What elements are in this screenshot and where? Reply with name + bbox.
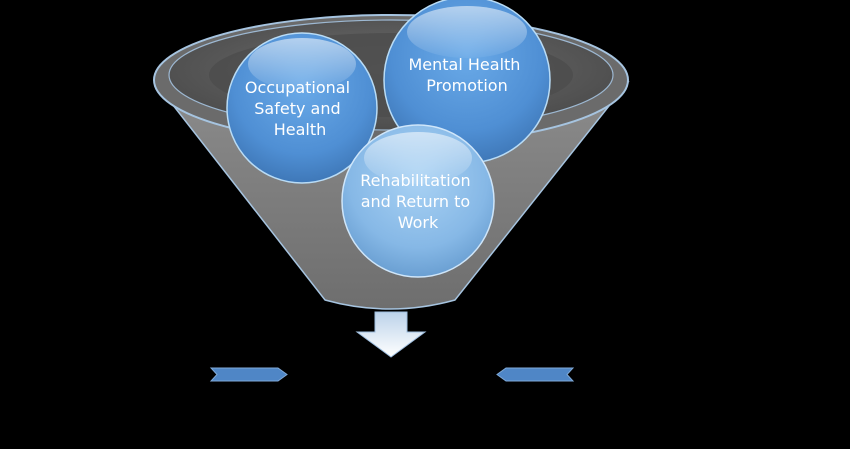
circle-mental-label: Mental Health Promotion [408,55,525,95]
right-side-arrow [496,367,575,382]
circle-mental-line-1: Mental Health [408,55,520,74]
circle-rehab-gloss [364,132,472,184]
circle-mental-gloss [407,6,527,58]
left-side-arrow [209,367,288,382]
circle-occupational-line-3: Health [274,120,327,139]
circle-occupational-line-1: Occupational [245,78,350,97]
circle-occupational-label: Occupational Safety and Health [245,78,355,139]
circle-rehab-line-1: Rehabilitation [360,171,470,190]
circle-rehab-label: Rehabilitation and Return to Work [360,171,476,232]
circle-occupational-line-2: Safety and [254,99,340,118]
circle-mental-line-2: Promotion [426,76,507,95]
circle-occupational-gloss [248,38,356,90]
circle-mental: Mental Health Promotion [383,0,551,164]
circle-rehab: Rehabilitation and Return to Work [341,124,495,278]
circle-occupational: Occupational Safety and Health [226,32,378,184]
circle-rehab-line-2: and Return to [361,192,470,211]
circle-rehab-line-3: Work [398,213,439,232]
down-arrow [355,311,427,358]
